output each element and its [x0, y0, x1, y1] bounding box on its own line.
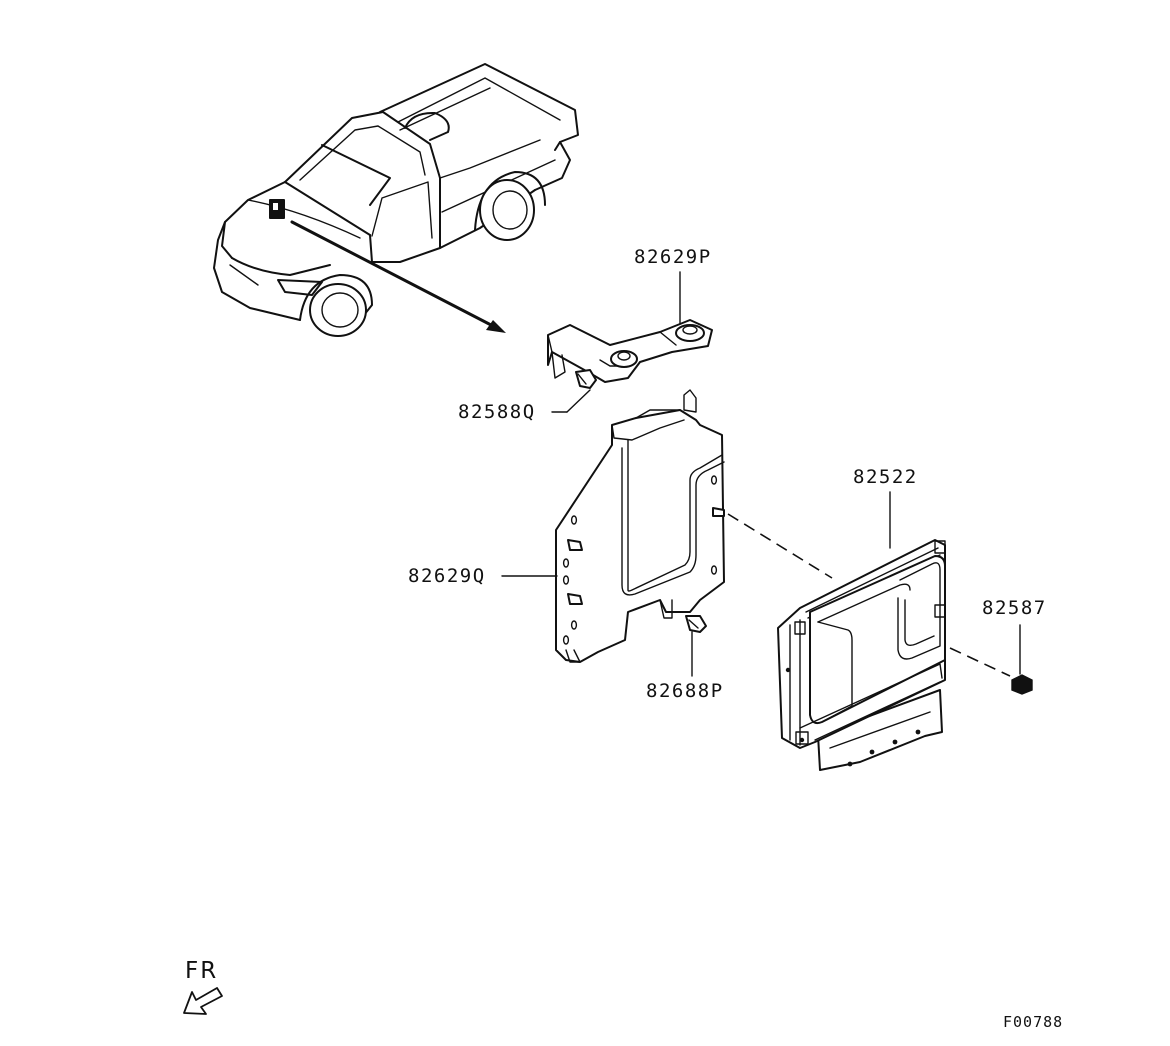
- label-82588q: 82588Q: [458, 401, 536, 423]
- label-82629q: 82629Q: [408, 565, 486, 587]
- ecu-82522: [777, 539, 946, 771]
- label-82629p: 82629P: [634, 246, 712, 268]
- main-bracket-82629q: [555, 389, 725, 663]
- upper-bracket-82629p: [547, 319, 713, 383]
- label-82688p: 82688P: [646, 680, 724, 702]
- alignment-line-stud: [727, 513, 833, 579]
- label-82587: 82587: [982, 597, 1047, 619]
- front-direction-label: FR: [185, 958, 218, 984]
- vehicle-illustration: [213, 63, 579, 337]
- alignment-line-nut: [949, 647, 1011, 677]
- front-direction-arrow-icon: [183, 987, 223, 1015]
- bolt-82588q: [575, 369, 597, 389]
- nut-82587: [1011, 674, 1033, 695]
- bolt-82688p: [685, 615, 707, 633]
- figure-code: F00788: [1003, 1013, 1063, 1031]
- location-pointer-arrow: [290, 220, 495, 328]
- label-82522: 82522: [853, 466, 918, 488]
